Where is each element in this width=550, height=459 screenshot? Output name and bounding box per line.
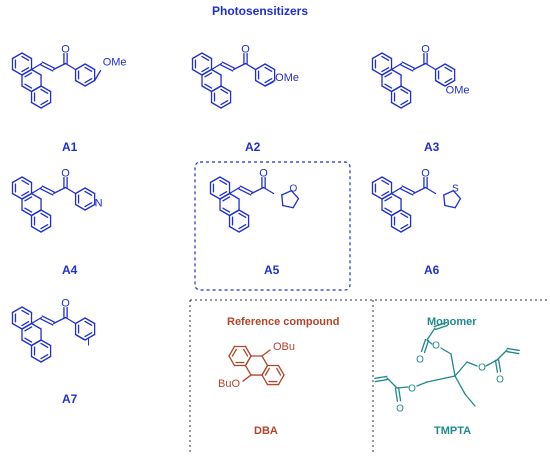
structure-a1: O OMe — [11, 43, 127, 109]
monomer-heading: Monomer — [427, 316, 477, 328]
svg-text:O: O — [290, 183, 298, 194]
svg-text:S: S — [452, 183, 459, 194]
svg-text:O: O — [421, 167, 430, 179]
structure-a3: O OMe — [371, 43, 470, 109]
compound-label-a1: A1 — [62, 140, 78, 154]
svg-text:O: O — [478, 363, 486, 374]
svg-text:I: I — [87, 336, 90, 348]
svg-text:OMe: OMe — [103, 56, 127, 68]
compound-label-a2: A2 — [245, 140, 261, 154]
compound-label-a5: A5 — [264, 263, 280, 277]
structure-a7: OI — [11, 297, 96, 363]
compound-label-a7: A7 — [62, 392, 78, 406]
compound-label-a3: A3 — [424, 140, 440, 154]
svg-text:O: O — [408, 384, 416, 395]
svg-text:O: O — [61, 297, 70, 309]
svg-text:O: O — [396, 404, 404, 415]
svg-text:OMe: OMe — [446, 84, 470, 96]
structure-a6: OS — [371, 167, 462, 233]
svg-text:N: N — [95, 197, 103, 209]
svg-text:OMe: OMe — [275, 72, 299, 84]
structure-a2: O OMe — [191, 43, 299, 109]
reference-compound-name: DBA — [254, 425, 278, 437]
monomer-name: TMPTA — [434, 425, 472, 437]
svg-text:O: O — [61, 167, 70, 179]
compound-label-a4: A4 — [62, 263, 78, 277]
svg-text:O: O — [416, 355, 424, 366]
svg-text:BuO: BuO — [218, 378, 240, 390]
svg-text:O: O — [259, 167, 268, 179]
svg-text:O: O — [421, 43, 430, 55]
svg-text:O: O — [241, 43, 250, 55]
compound-label-a6: A6 — [424, 263, 440, 277]
svg-text:O: O — [61, 43, 70, 55]
structure-a5: OO — [209, 167, 300, 233]
svg-text:O: O — [496, 375, 504, 386]
figure-title: Photosensitizers — [212, 4, 309, 18]
reference-compound-heading: Reference compound — [227, 316, 340, 328]
svg-text:OBu: OBu — [273, 341, 295, 353]
svg-text:O: O — [432, 341, 440, 352]
highlight-box-a5 — [194, 161, 351, 291]
section-dividers — [189, 299, 550, 454]
structure-a4: ON — [11, 167, 103, 233]
